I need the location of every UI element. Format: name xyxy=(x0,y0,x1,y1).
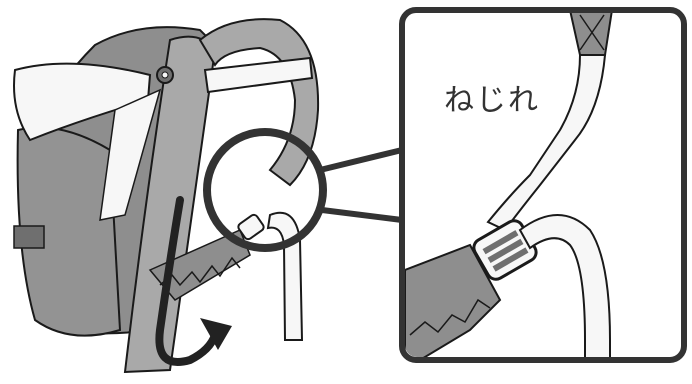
strap-tail xyxy=(268,213,302,340)
magnifier-connector-top xyxy=(320,150,402,170)
callout-panel xyxy=(402,10,684,360)
magnifier-connector-bottom xyxy=(322,210,402,220)
carrier-label-tab xyxy=(14,226,44,248)
twist-label: ねじれ xyxy=(444,86,540,116)
chest-strap-snap-inner xyxy=(162,72,168,78)
baby-carrier-illustration xyxy=(14,19,402,372)
magnifier-circle xyxy=(207,132,323,248)
